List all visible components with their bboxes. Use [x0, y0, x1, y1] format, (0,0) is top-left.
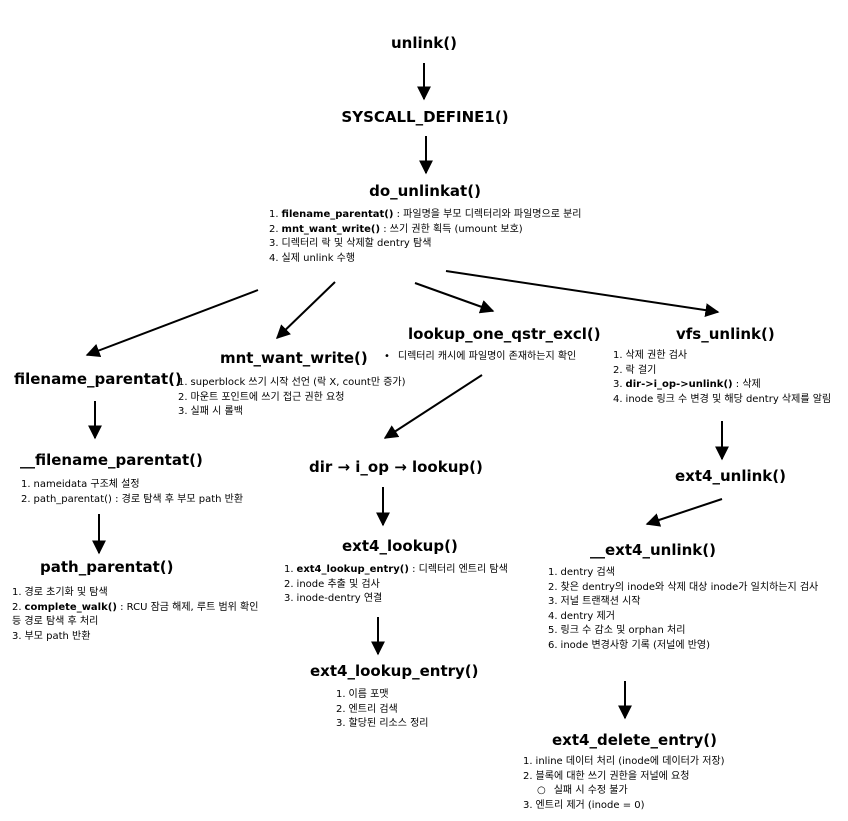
desc-item: 3.dir->i_op->unlink() : 삭제: [613, 379, 761, 390]
node-ext4-lookup-title: ext4_lookup(): [342, 537, 458, 555]
node-do-unlinkat-title: do_unlinkat(): [369, 182, 481, 200]
desc-item: 6.inode 변경사항 기록 (저널에 반영): [548, 639, 710, 651]
node-mnt-want-write-desc: 1.superblock 쓰기 시작 선언 (락 X, count만 증가) 2…: [178, 376, 406, 420]
desc-item: ○실패 시 수정 불가: [537, 785, 628, 796]
desc-item: 3.저널 트랜잭션 시작: [548, 596, 641, 607]
desc-item: 1.superblock 쓰기 시작 선언 (락 X, count만 증가): [178, 377, 406, 388]
desc-item: 2.마운트 포인트에 쓰기 접근 권한 요청: [178, 391, 345, 403]
desc-item: 1.filename_parentat() : 파일명을 부모 디렉터리와 파일…: [269, 209, 582, 220]
desc-item: •디렉터리 캐시에 파일명이 존재하는지 확인: [384, 351, 577, 362]
desc-item: 2.락 걸기: [613, 364, 657, 376]
node-ext4-lookup-entry-title: ext4_lookup_entry(): [310, 662, 479, 680]
node-inner-filename-parentat-title: __filename_parentat(): [20, 451, 203, 469]
desc-item: 1.inline 데이터 처리 (inode에 데이터가 저장): [523, 756, 725, 767]
node-ext4-delete-entry-title: ext4_delete_entry(): [552, 731, 717, 749]
desc-item: 2.path_parentat() : 경로 탐색 후 부모 path 반환: [21, 493, 244, 505]
desc-item: 4.inode 링크 수 변경 및 해당 dentry 삭제를 알림: [613, 393, 832, 405]
desc-item: 1.nameidata 구조체 설정: [21, 479, 140, 490]
desc-item: 2.inode 추출 및 검사: [284, 578, 380, 590]
desc-item: 4.dentry 제거: [548, 610, 615, 622]
arrow-do-unlinkat-to-mnt-want-write: [275, 281, 336, 339]
desc-item: 5.링크 수 감소 및 orphan 처리: [548, 625, 686, 636]
node-mnt-want-write-title: mnt_want_write(): [220, 349, 368, 367]
node-vfs-unlink-title: vfs_unlink(): [676, 325, 775, 343]
arrow-lookup-one-to-dir-lookup: [383, 374, 483, 439]
desc-item: 1.삭제 권한 검사: [613, 350, 688, 361]
desc-item: 3.실패 시 롤백: [178, 406, 243, 417]
arrow-ext4-unlink-to-inner: [645, 498, 723, 527]
desc-item: 4.실제 unlink 수행: [269, 252, 356, 264]
node-lookup-one-qstr-excl-title: lookup_one_qstr_excl(): [408, 325, 601, 343]
node-inner-filename-parentat-desc: 1.nameidata 구조체 설정 2.path_parentat() : 경…: [21, 478, 243, 507]
node-path-parentat-desc: 1.경로 초기화 및 탐색 2.complete_walk() : RCU 잠금…: [12, 586, 262, 644]
node-ext4-unlink-title: ext4_unlink(): [675, 467, 786, 485]
node-path-parentat-title: path_parentat(): [40, 558, 174, 576]
desc-item: 3.부모 path 반환: [12, 630, 91, 642]
desc-item: 2.complete_walk() : RCU 잠금 해제, 루트 범위 확인 …: [12, 601, 259, 628]
desc-item: 1.이름 포맷: [336, 689, 389, 700]
desc-item: 1.경로 초기화 및 탐색: [12, 587, 108, 598]
desc-item: 2.찾은 dentry의 inode와 삭제 대상 inode가 일치하는지 검…: [548, 581, 819, 593]
node-ext4-lookup-entry-desc: 1.이름 포맷 2.엔트리 검색 3.할당된 리소스 정리: [336, 688, 429, 732]
desc-item: 3.inode-dentry 연결: [284, 593, 383, 604]
desc-item: 3.디렉터리 락 및 삭제할 dentry 탐색: [269, 238, 432, 249]
node-syscall-title: SYSCALL_DEFINE1(): [341, 108, 509, 126]
desc-item: 3.엔트리 제거 (inode = 0): [523, 799, 645, 811]
node-inner-ext4-unlink-desc: 1.dentry 검색 2.찾은 dentry의 inode와 삭제 대상 in…: [548, 566, 838, 653]
node-filename-parentat-title: filename_parentat(): [14, 370, 182, 388]
desc-item: 2.블록에 대한 쓰기 권한을 저널에 요청: [523, 770, 690, 782]
node-ext4-lookup-desc: 1.ext4_lookup_entry() : 디렉터리 엔트리 탐색 2.in…: [284, 563, 508, 607]
node-ext4-delete-entry-desc: 1.inline 데이터 처리 (inode에 데이터가 저장) 2.블록에 대…: [523, 755, 725, 813]
arrow-do-unlinkat-to-filename-parentat: [85, 289, 259, 358]
node-vfs-unlink-desc: 1.삭제 권한 검사 2.락 걸기 3.dir->i_op->unlink() …: [613, 349, 831, 407]
desc-item: 2.엔트리 검색: [336, 703, 398, 715]
node-lookup-one-qstr-excl-desc: •디렉터리 캐시에 파일명이 존재하는지 확인: [384, 350, 576, 365]
node-inner-ext4-unlink-title: __ext4_unlink(): [590, 541, 716, 559]
desc-item: 1.ext4_lookup_entry() : 디렉터리 엔트리 탐색: [284, 564, 508, 575]
desc-item: 2.mnt_want_write() : 쓰기 권한 획득 (umount 보호…: [269, 223, 523, 235]
arrow-do-unlinkat-to-vfs-unlink: [445, 270, 720, 318]
desc-item: 3.할당된 리소스 정리: [336, 718, 429, 729]
node-dir-lookup-title: dir → i_op → lookup(): [309, 458, 483, 476]
desc-item: 1.dentry 검색: [548, 567, 615, 578]
arrow-do-unlinkat-to-lookup-one: [414, 282, 495, 314]
node-unlink-title: unlink(): [390, 34, 458, 52]
node-do-unlinkat-desc: 1.filename_parentat() : 파일명을 부모 디렉터리와 파일…: [269, 208, 581, 266]
